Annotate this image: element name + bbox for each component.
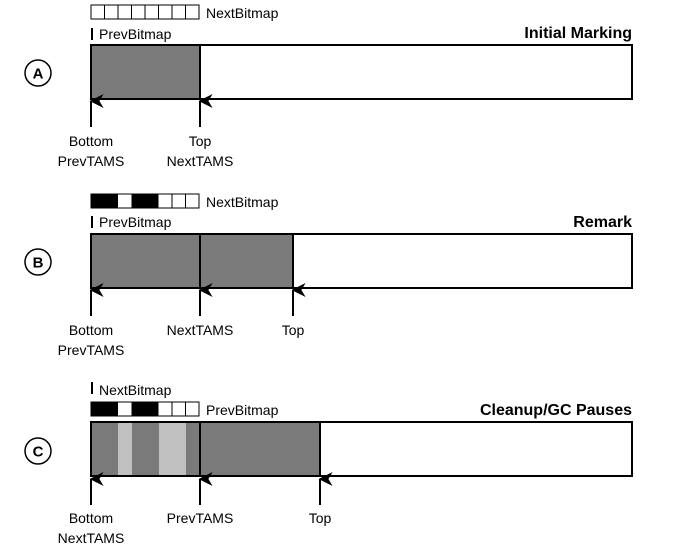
arrow-left-label-2: PrevTAMS [58, 153, 125, 169]
next-bitmap-cells [90, 193, 200, 209]
panel-title: Initial Marking [524, 25, 632, 42]
prev-bitmap-label: PrevBitmap [99, 26, 172, 42]
panel-b: NextBitmap PrevBitmap Remark B Bottom Pr… [24, 193, 633, 358]
arrow-mid-label-1: NextTAMS [167, 322, 234, 338]
arrow-mid-label-1: Top [189, 133, 212, 149]
arrow-mid-label-2: NextTAMS [167, 153, 234, 169]
arrow-left-label-1: Bottom [69, 322, 113, 338]
gray-segment [92, 46, 200, 98]
arrow-right-label-1: Top [309, 510, 332, 526]
panel-letter: A [33, 66, 44, 83]
panel-title: Remark [573, 214, 632, 231]
light-segment [159, 423, 186, 475]
gray-segment [92, 235, 293, 287]
light-segment [118, 423, 132, 475]
panel-a: NextBitmap PrevBitmap Initial Marking A … [24, 4, 633, 169]
panel-letter: C [33, 444, 44, 461]
next-bitmap-label: NextBitmap [206, 194, 279, 210]
arrow-left-label-1: Bottom [69, 133, 113, 149]
next-bitmap-cells [90, 4, 200, 20]
arrow-left-label-2: NextTAMS [58, 530, 125, 546]
prev-bitmap-label: PrevBitmap [99, 214, 172, 230]
prev-bitmap-cells [90, 401, 200, 417]
next-bitmap-label: NextBitmap [206, 5, 279, 21]
prev-bitmap-label: PrevBitmap [206, 402, 279, 418]
arrow-mid-label-1: PrevTAMS [167, 510, 234, 526]
arrow-left-label-1: Bottom [69, 510, 113, 526]
panel-circle [24, 59, 52, 87]
panel-title: Cleanup/GC Pauses [480, 402, 632, 419]
panel-letter: B [33, 255, 44, 272]
panel-circle [24, 248, 52, 276]
next-bitmap-label: NextBitmap [99, 382, 172, 398]
panel-circle [24, 437, 52, 465]
panel-c: NextBitmap PrevBitmap Cleanup/GC Pauses … [24, 382, 633, 546]
arrow-right-label-1: Top [282, 322, 305, 338]
arrow-left-label-2: PrevTAMS [58, 342, 125, 358]
